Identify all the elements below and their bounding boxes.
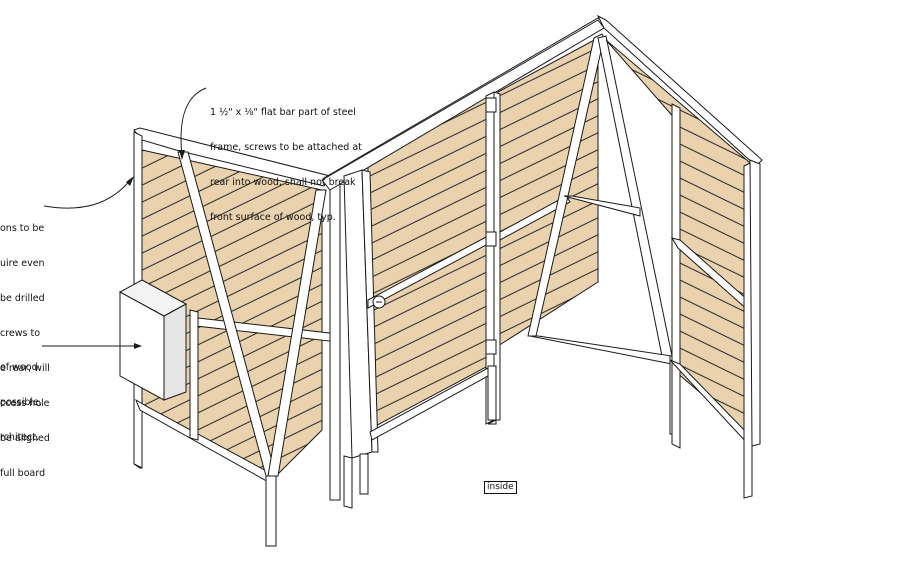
left-note-line: uire even bbox=[0, 257, 45, 269]
left-note-line: rchitect. bbox=[0, 431, 40, 443]
left-note-line: e rear, will bbox=[0, 363, 50, 375]
inside-label: inside bbox=[484, 481, 517, 494]
leader-lines bbox=[42, 87, 207, 347]
left-note-access-hole: e rear, will ccess hole be aligned full … bbox=[0, 340, 50, 491]
left-note-line: ccess hole bbox=[0, 397, 50, 409]
left-note-line: be drilled bbox=[0, 292, 45, 304]
left-note-line: ons to be bbox=[0, 223, 45, 235]
hinge-group bbox=[372, 97, 497, 355]
flat-bar-note-line: rear into wood, shall not break bbox=[210, 176, 356, 188]
center-frame bbox=[321, 17, 679, 509]
flat-bar-note-line: frame, screws to be attached at bbox=[210, 141, 362, 153]
flat-bar-note: 1 ½" x ⅛" flat bar part of steel frame, … bbox=[210, 84, 362, 235]
left-wing-frame bbox=[133, 127, 341, 547]
center-panel bbox=[367, 37, 599, 431]
right-wing-frame bbox=[596, 14, 763, 499]
leader-arrowheads bbox=[126, 150, 185, 349]
left-note-line: full board bbox=[0, 467, 46, 479]
flat-bar-note-line: 1 ½" x ⅛" flat bar part of steel bbox=[210, 107, 356, 119]
left-note-line: be aligned bbox=[0, 432, 50, 444]
flat-bar-note-line: front surface of wood, typ. bbox=[210, 211, 336, 223]
left-note-line: possible, bbox=[0, 397, 42, 409]
left-note-drilling: ons to be uire even be drilled crews to … bbox=[0, 200, 45, 455]
left-note-line: crews to bbox=[0, 327, 41, 339]
left-note-line: of wood. bbox=[0, 362, 41, 374]
